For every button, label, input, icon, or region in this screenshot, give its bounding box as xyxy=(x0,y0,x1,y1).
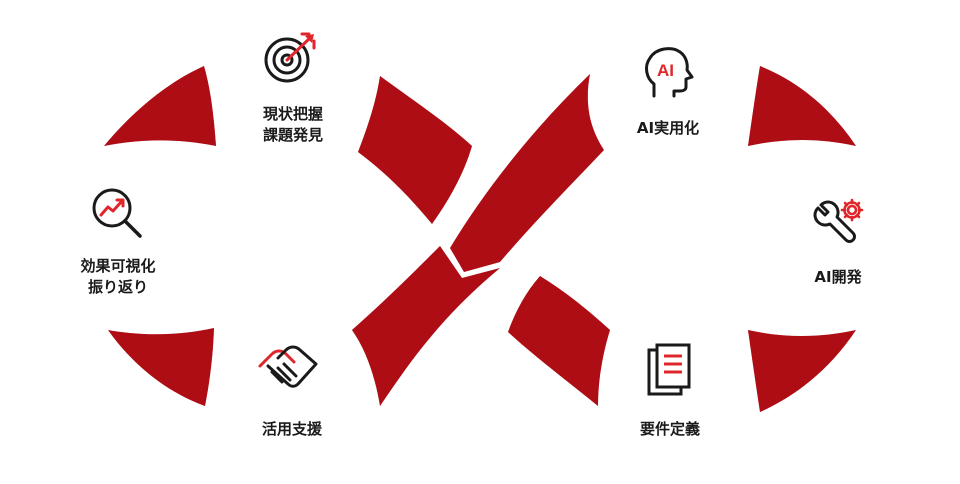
band-segment-lower-right xyxy=(508,276,610,406)
wrench-gear-icon xyxy=(813,198,864,243)
handshake-icon xyxy=(258,345,318,388)
document-icon xyxy=(647,343,691,396)
ai-badge-text: AI xyxy=(657,61,674,80)
step-label-ai-development: AI開発 xyxy=(814,268,862,286)
band-segment-center-diagonal xyxy=(450,74,604,272)
band-segment-left-top xyxy=(104,66,216,146)
step-label-ai-practical: AI実用化 xyxy=(636,119,700,137)
band-segment-upper-left xyxy=(358,76,472,224)
step-label-requirements: 要件定義 xyxy=(639,420,701,438)
band-segment-right-top xyxy=(748,66,856,146)
step-label-utilization-support: 活用支援 xyxy=(261,420,323,438)
band-segment-lower-left xyxy=(352,246,500,406)
magnifier-chart-icon xyxy=(92,188,142,238)
target-arrow-icon xyxy=(264,32,316,83)
step-label-issue-discovery-line1: 現状把握 課題発見 xyxy=(262,105,324,144)
band-segment-right-bottom xyxy=(748,330,856,412)
step-label-effect-review: 効果可視化 振り返り xyxy=(80,257,156,296)
step-label-issue-discovery: 現状把握 課題発見 xyxy=(263,104,323,146)
ai-head-icon: AI xyxy=(645,47,694,98)
band-segment-left-bottom xyxy=(108,328,214,406)
